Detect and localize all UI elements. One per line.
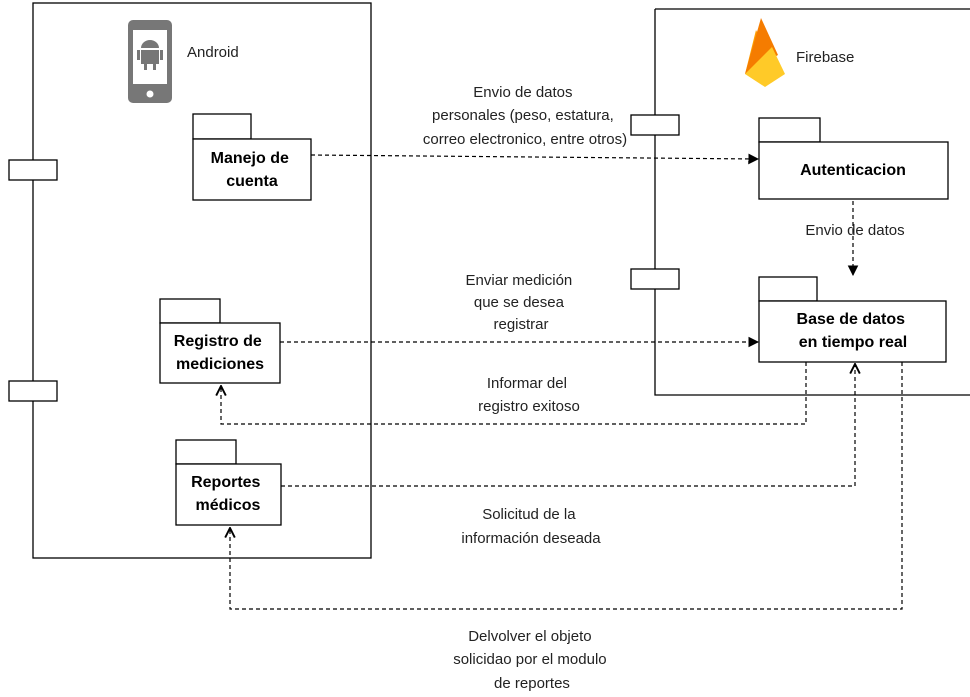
- package-manejo-cuenta: Manejo de cuenta: [192, 113, 312, 201]
- registro-mediciones-title: Registro de mediciones: [174, 333, 266, 373]
- firebase-label: Firebase: [796, 49, 854, 66]
- edge-base-to-registro: [221, 362, 807, 425]
- package-autenticacion: Autenticacion: [758, 117, 949, 200]
- package-base-datos: Base de datos en tiempo real: [758, 276, 947, 363]
- label-envio-personales: Envio de datos personales (peso, estatur…: [423, 84, 627, 148]
- manejo-cuenta-title: Manejo de cuenta: [211, 150, 294, 190]
- android-phone-icon: [128, 20, 172, 103]
- label-informar-registro: Informar del registro exitoso: [478, 375, 580, 415]
- firebase-flame-icon: [745, 18, 785, 87]
- base-datos-title: Base de datos en tiempo real: [797, 311, 910, 351]
- firebase-port-top: [630, 114, 680, 136]
- label-envio-datos: Envio de datos: [805, 222, 904, 239]
- edge-reportes-to-base: [281, 364, 855, 487]
- android-port-top: [8, 159, 58, 181]
- edge-manejo-to-autenticacion: [310, 153, 760, 165]
- edge-base-to-reportes: [230, 362, 903, 610]
- android-label: Android: [187, 44, 239, 61]
- firebase-component: Firebase: [630, 8, 970, 396]
- android-port-bottom: [8, 380, 58, 402]
- package-registro-mediciones: Registro de mediciones: [159, 298, 281, 384]
- label-devolver: Delvolver el objeto solicidao por el mod…: [453, 628, 611, 692]
- label-solicitud: Solicitud de la información deseada: [461, 506, 601, 547]
- firebase-port-bottom: [630, 268, 680, 290]
- package-reportes-medicos: Reportes médicos: [175, 439, 282, 526]
- autenticacion-title: Autenticacion: [800, 162, 906, 179]
- label-enviar-medicion: Enviar medición que se desea registrar: [466, 272, 577, 333]
- reportes-medicos-title: Reportes médicos: [191, 474, 265, 514]
